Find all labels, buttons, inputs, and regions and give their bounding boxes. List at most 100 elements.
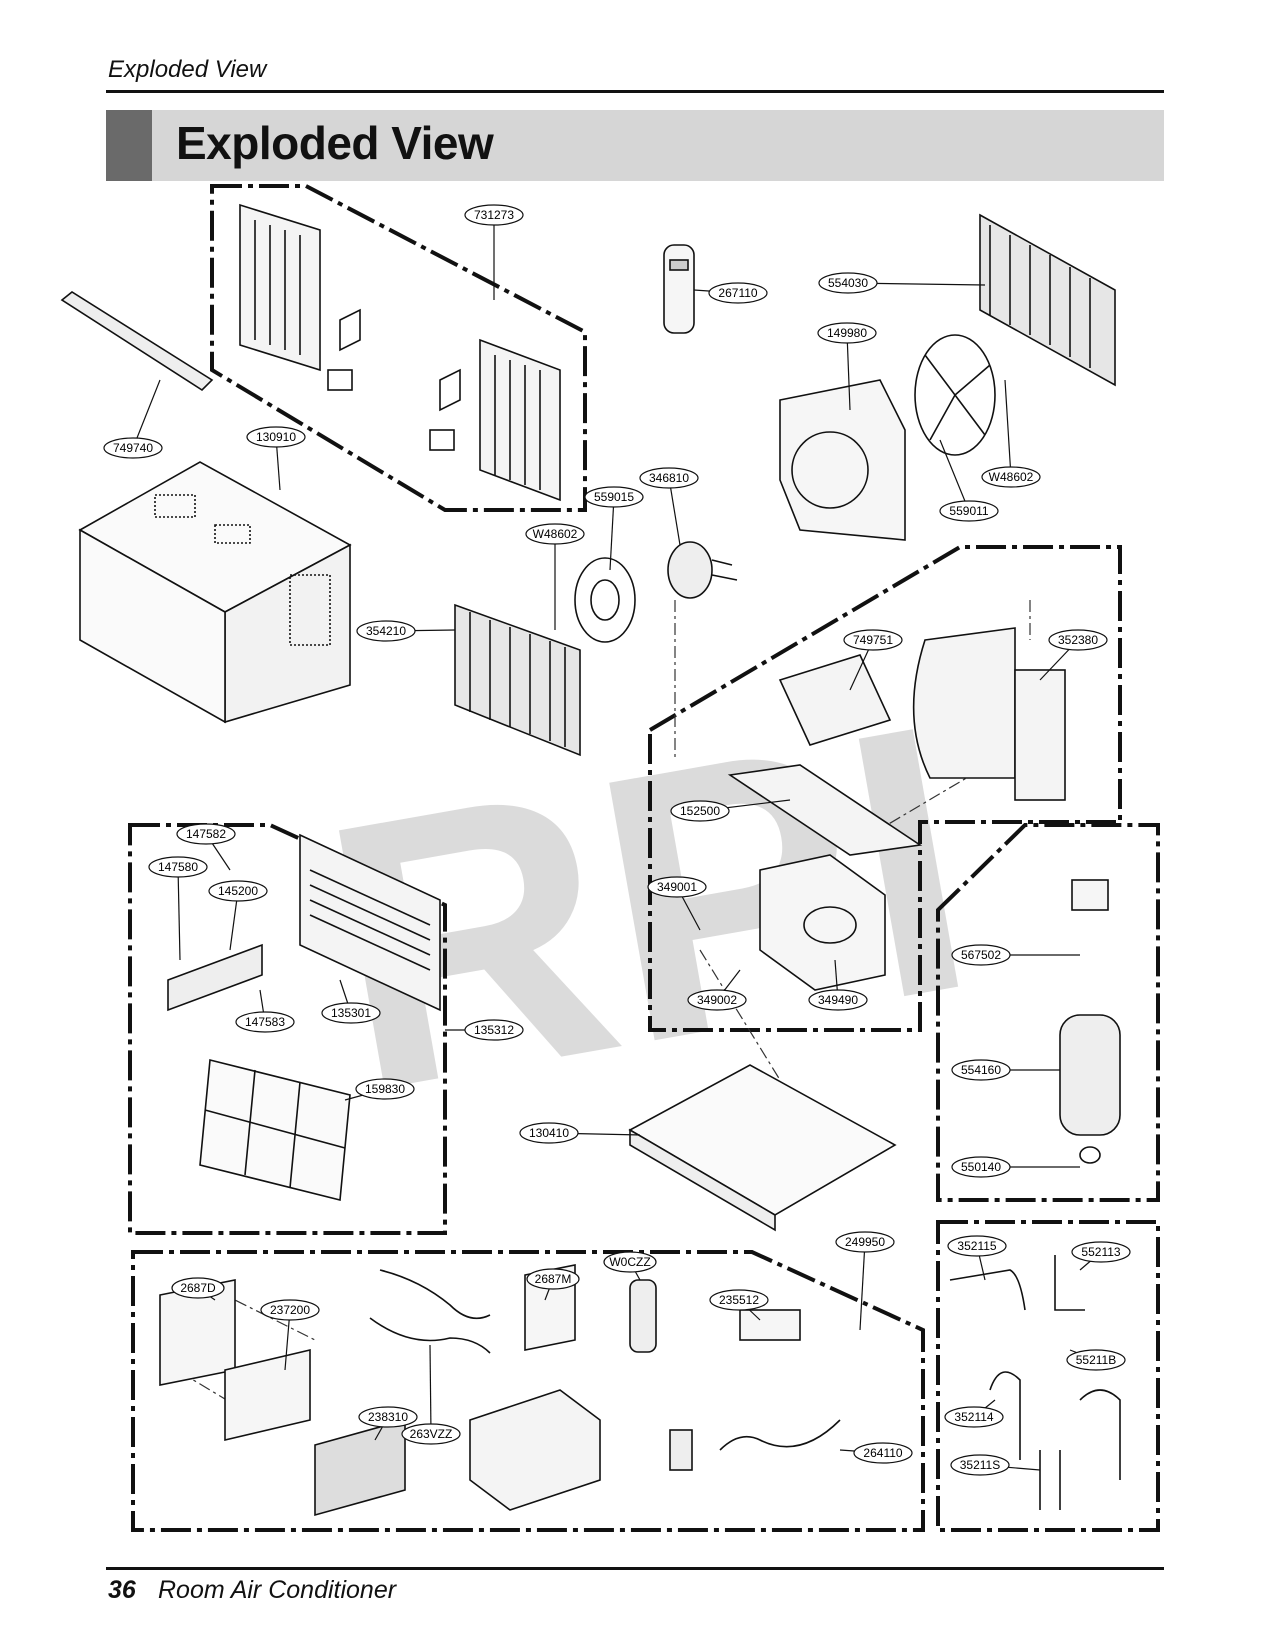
part-callout: 550140	[951, 1156, 1011, 1178]
footer-title: Room Air Conditioner	[158, 1576, 397, 1604]
callout-oval	[103, 437, 163, 459]
callout-oval	[260, 1299, 320, 1321]
part-number: 238310	[368, 1410, 408, 1424]
group-boundary-compressor	[936, 823, 1160, 1202]
callout-oval	[818, 272, 878, 294]
part-callout: 264110	[853, 1442, 913, 1464]
mounting-brackets	[327, 308, 461, 451]
outdoor-fan	[914, 334, 996, 456]
leader-line	[1004, 379, 1012, 478]
callout-oval	[526, 1268, 580, 1290]
part-callout: 237200	[260, 1299, 320, 1321]
callout-oval	[1048, 629, 1108, 651]
part-number: 552113	[1081, 1245, 1120, 1259]
callout-oval	[951, 944, 1011, 966]
part-callout: 147583	[235, 1011, 295, 1033]
part-number: 145200	[218, 884, 258, 898]
part-number: 263VZZ	[410, 1427, 453, 1441]
group-boundary-front-grille	[128, 823, 447, 1235]
partition-panel	[759, 854, 886, 991]
control-box-frame	[727, 764, 923, 856]
callout-oval	[947, 1235, 1007, 1257]
part-number: 352380	[1058, 633, 1098, 647]
callout-oval	[401, 1423, 461, 1445]
callout-oval	[835, 1231, 895, 1253]
part-callout: 731273	[464, 204, 524, 226]
part-callout: W48602	[525, 523, 585, 545]
part-callout: 135301	[321, 1002, 381, 1024]
part-number: 130410	[529, 1126, 569, 1140]
part-number: 135312	[474, 1023, 514, 1037]
callout-oval	[321, 1002, 381, 1024]
callout-oval	[355, 1078, 415, 1100]
part-callout: 267110	[708, 282, 768, 304]
part-number: 352114	[954, 1410, 993, 1424]
leader-line	[429, 1344, 432, 1435]
leader-line	[132, 379, 161, 449]
part-number: 149980	[827, 326, 867, 340]
part-number: 147580	[158, 860, 198, 874]
remote-control	[663, 244, 695, 334]
part-callout: 2687M	[526, 1268, 580, 1290]
refrigerant-tubes	[949, 1255, 1121, 1510]
callout-oval	[647, 876, 707, 898]
callout-oval	[687, 989, 747, 1011]
callout-oval	[519, 1122, 579, 1144]
part-number: 152500	[680, 804, 720, 818]
part-number: 349490	[818, 993, 858, 1007]
front-grille	[299, 833, 441, 1012]
callout-oval	[709, 1289, 769, 1311]
leader-line	[859, 1241, 866, 1331]
section-banner: Exploded View	[106, 110, 1164, 181]
footer-rule	[106, 1567, 1164, 1570]
callout-oval	[464, 1019, 524, 1041]
banner-accent-block	[106, 110, 152, 181]
part-callout: 749740	[103, 437, 163, 459]
part-callout: 249950	[835, 1231, 895, 1253]
window-frame-left-curtain	[239, 203, 321, 372]
part-number: 352115	[957, 1239, 996, 1253]
group-boundary-fan-shroud	[648, 545, 1122, 1032]
part-callout: 147582	[176, 823, 236, 845]
part-number: 731273	[474, 208, 514, 222]
leader-line	[846, 332, 851, 411]
part-callout: 159830	[355, 1078, 415, 1100]
part-number: 749740	[113, 441, 153, 455]
part-number: 55211B	[1076, 1353, 1116, 1367]
part-number: 35211S	[960, 1458, 1000, 1472]
callout-oval	[235, 1011, 295, 1033]
part-callout: 349490	[808, 989, 868, 1011]
leader-line	[609, 496, 615, 571]
callout-oval	[148, 856, 208, 878]
air-filter	[199, 1058, 351, 1202]
part-number: 550140	[961, 1160, 1001, 1174]
part-number: 346810	[649, 471, 689, 485]
callout-oval	[464, 204, 524, 226]
compressor	[1059, 879, 1121, 1164]
grille-louver	[167, 943, 263, 1012]
part-number: 135301	[331, 1006, 371, 1020]
callout-oval	[808, 989, 868, 1011]
leader-line	[177, 866, 181, 961]
part-number: 264110	[863, 1446, 902, 1460]
running-head: Exploded View	[108, 56, 267, 83]
group-boundary-tubing	[936, 1220, 1160, 1532]
callout-oval	[950, 1454, 1010, 1476]
leader-line	[668, 477, 681, 546]
callout-oval	[1071, 1241, 1131, 1263]
part-number: 554030	[828, 276, 868, 290]
callout-oval	[939, 500, 999, 522]
part-number: 2687D	[180, 1281, 216, 1295]
callout-oval	[670, 800, 730, 822]
group-boundary-window-frame	[210, 184, 587, 512]
blower-wheel	[574, 557, 636, 643]
scroll-housing	[912, 627, 1066, 801]
callout-oval	[171, 1277, 225, 1299]
part-callout: W0CZZ	[603, 1251, 657, 1273]
part-callouts: 731273749740130910267110554030149980W486…	[103, 204, 1131, 1476]
callout-oval	[358, 1406, 418, 1428]
part-callout: 559011	[939, 500, 999, 522]
fan-motor	[667, 541, 738, 599]
page-number: 36	[108, 1576, 136, 1604]
